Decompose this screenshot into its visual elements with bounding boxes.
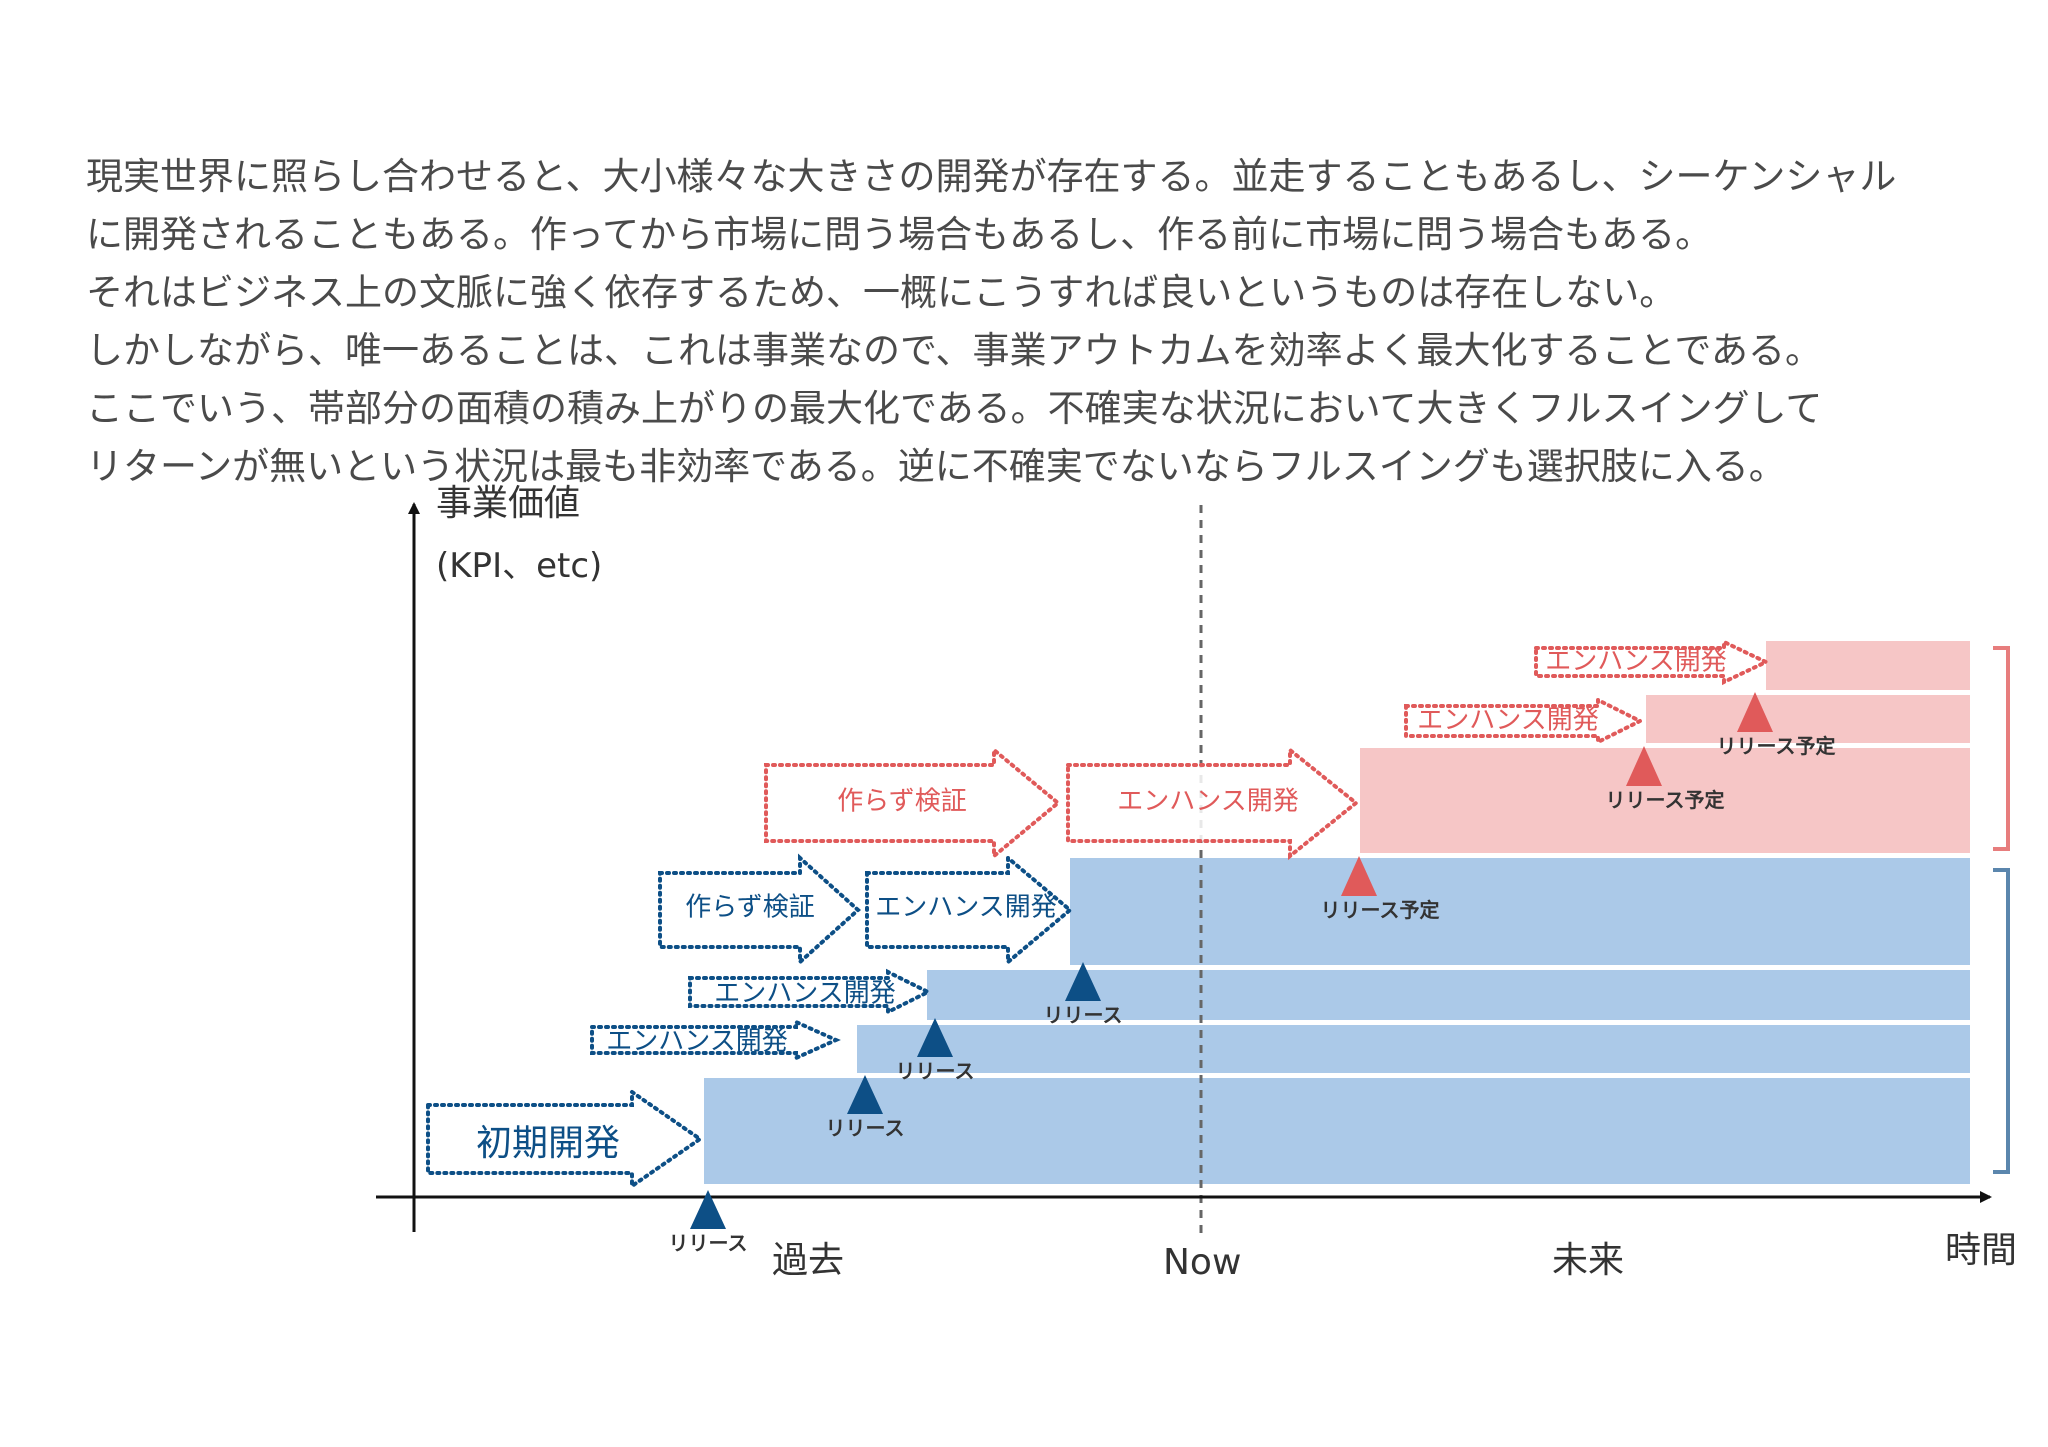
planned-release-label: リリース予定 xyxy=(1321,898,1440,922)
red-bracket xyxy=(1993,646,2010,851)
arrow-enhance-blue-1-label: エンハンス開発 xyxy=(606,1027,787,1057)
planned-release-label: リリース予定 xyxy=(1606,788,1725,812)
release-marker: リリース xyxy=(896,1018,975,1083)
red-band-2 xyxy=(1646,695,1970,743)
release-label: リリース xyxy=(826,1116,905,1140)
x-axis-label: 時間 xyxy=(1945,1230,2017,1271)
blue-band-enhance-3 xyxy=(1070,858,1970,965)
intro-line: ここでいう、帯部分の面積の積み上がりの最大化である。不確実な状況において大きくフ… xyxy=(86,387,1823,430)
arrow-initial-dev-shape xyxy=(426,1088,704,1190)
release-label: リリース xyxy=(669,1231,748,1255)
release-triangle-icon xyxy=(917,1018,953,1057)
planned-release-label: リリース予定 xyxy=(1717,734,1836,758)
arrow-enhance-red-2: エンハンス開発 xyxy=(1404,696,1645,746)
y-axis-sublabel: (KPI、etc) xyxy=(436,546,602,586)
release-marker: リリース xyxy=(669,1190,748,1255)
arrow-enhance-red-2-shape xyxy=(1404,696,1645,746)
blue-band-initial xyxy=(704,1078,1970,1184)
past-label: 過去 xyxy=(772,1240,844,1281)
intro-line: 現実世界に照らし合わせると、大小様々な大きさの開発が存在する。並走することもある… xyxy=(86,155,1897,198)
planned-release-marker: リリース予定 xyxy=(1606,746,1725,812)
arrow-enhance-red-3: エンハンス開発 xyxy=(1534,638,1771,686)
blue-band-enhance-2 xyxy=(927,970,1970,1020)
arrow-enhance-blue-2-shape xyxy=(688,968,933,1016)
arrow-enhance-red-2-label: エンハンス開発 xyxy=(1417,706,1598,736)
planned-release-marker: リリース予定 xyxy=(1321,856,1440,922)
release-triangle-icon xyxy=(1065,962,1101,1001)
arrow-validate-red: 作らず検証 xyxy=(764,745,1062,861)
arrow-initial-dev: 初期開発 xyxy=(426,1088,704,1190)
intro-line: それはビジネス上の文脈に強く依存するため、一概にこうすれば良いというものは存在し… xyxy=(86,271,1677,314)
arrow-enhance-blue-1-shape xyxy=(590,1018,841,1062)
planned-release-marker: リリース予定 xyxy=(1717,692,1836,758)
arrow-enhance-blue-3-label: エンハンス開発 xyxy=(875,893,1056,923)
red-bands xyxy=(1360,641,1970,853)
arrow-enhance-red-1: エンハンス開発 xyxy=(1066,745,1360,861)
arrow-enhance-red-1-label: エンハンス開発 xyxy=(1117,787,1298,817)
arrows-layer: 初期開発 エンハンス開発 エンハンス開発 作らず検証 エンハンス開発 作らず検証… xyxy=(426,638,1771,1190)
release-markers: リリース リリース リリース リリース リリース予定 リリース予定 リリース予定 xyxy=(669,692,1836,1255)
planned-release-triangle-icon xyxy=(1737,692,1773,732)
release-triangle-icon xyxy=(847,1075,883,1114)
arrow-validate-blue-shape xyxy=(658,853,861,967)
release-marker: リリース xyxy=(826,1075,905,1140)
intro-line: に開発されることもある。作ってから市場に問う場合もあるし、作る前に市場に問う場合… xyxy=(86,213,1713,256)
release-label: リリース xyxy=(896,1059,975,1083)
planned-release-triangle-icon xyxy=(1626,746,1662,786)
intro-text: 現実世界に照らし合わせると、大小様々な大きさの開発が存在する。並走することもある… xyxy=(86,148,2026,496)
arrow-enhance-red-1-shape xyxy=(1066,745,1360,861)
release-marker: リリース xyxy=(1044,962,1123,1027)
red-band-3 xyxy=(1766,641,1970,690)
arrow-validate-blue-label: 作らず検証 xyxy=(685,893,814,923)
release-triangle-icon xyxy=(690,1190,726,1229)
future-label: 未来 xyxy=(1552,1240,1624,1281)
arrow-initial-dev-label: 初期開発 xyxy=(476,1123,620,1164)
arrow-enhance-blue-3-shape xyxy=(865,853,1074,967)
red-band-1 xyxy=(1360,748,1970,853)
arrow-enhance-blue-1: エンハンス開発 xyxy=(590,1018,841,1062)
blue-bands xyxy=(704,858,1970,1184)
arrow-validate-blue: 作らず検証 xyxy=(658,853,861,967)
arrow-enhance-red-3-label: エンハンス開発 xyxy=(1545,647,1726,677)
release-label: リリース xyxy=(1044,1003,1123,1027)
arrow-validate-red-shape xyxy=(764,745,1062,861)
arrow-enhance-blue-2: エンハンス開発 xyxy=(688,968,933,1016)
y-axis-label: 事業価値 xyxy=(436,483,580,524)
arrow-enhance-red-3-shape xyxy=(1534,638,1771,686)
arrow-validate-red-label: 作らず検証 xyxy=(837,787,966,817)
arrow-enhance-blue-3: エンハンス開発 xyxy=(865,853,1074,967)
arrow-enhance-blue-2-label: エンハンス開発 xyxy=(714,979,895,1009)
planned-release-triangle-icon xyxy=(1341,856,1377,896)
now-label: Now xyxy=(1163,1242,1241,1283)
intro-line: しかしながら、唯一あることは、これは事業なので、事業アウトカムを効率よく最大化す… xyxy=(86,329,1823,372)
blue-bracket xyxy=(1993,868,2010,1174)
blue-band-enhance-1 xyxy=(857,1025,1970,1073)
intro-line: リターンが無いという状況は最も非効率である。逆に不確実でないならフルスイングも選… xyxy=(86,445,1786,488)
